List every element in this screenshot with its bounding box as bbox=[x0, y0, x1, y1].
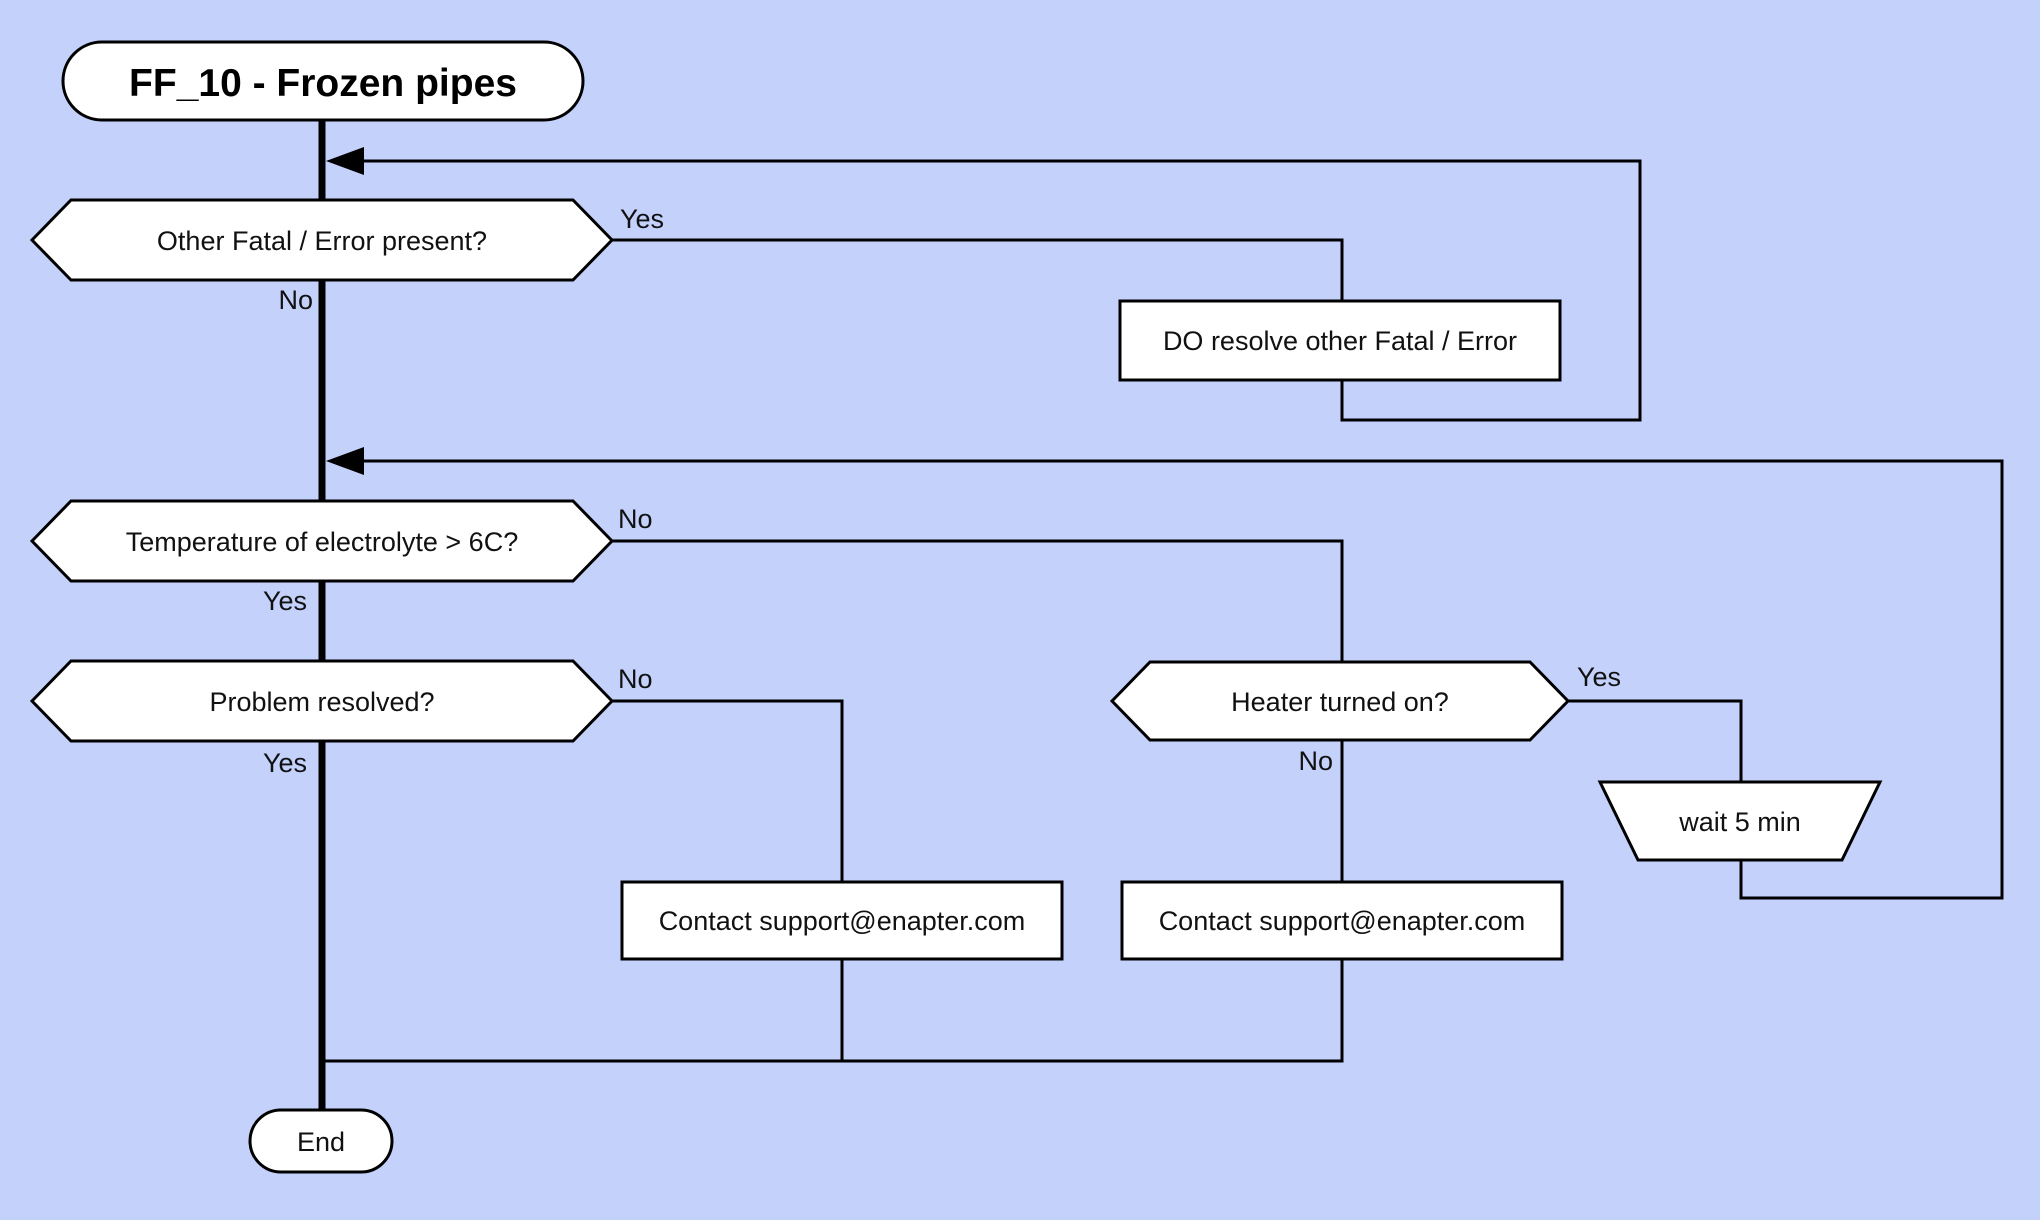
contact-support-problem-label: Contact support@enapter.com bbox=[659, 906, 1026, 936]
contact-support-heater-label: Contact support@enapter.com bbox=[1159, 906, 1526, 936]
edge-other-fatal-yes bbox=[612, 238, 1344, 301]
edge-label-temperature-yes: Yes bbox=[263, 586, 307, 616]
start-node-label: FF_10 - Frozen pipes bbox=[129, 62, 517, 105]
edge-resolve-loop bbox=[364, 159, 1642, 422]
edge-heater-yes bbox=[1568, 699, 1743, 782]
decision-heater-label: Heater turned on? bbox=[1231, 687, 1449, 717]
wait-node-label: wait 5 min bbox=[1678, 807, 1801, 837]
edge-label-heater-yes: Yes bbox=[1577, 662, 1621, 692]
decision-heater-node bbox=[1109, 660, 1571, 742]
decision-problem-label: Problem resolved? bbox=[209, 687, 434, 717]
decision-other-fatal-node bbox=[29, 198, 615, 282]
resolve-fatal-label: DO resolve other Fatal / Error bbox=[1163, 326, 1517, 356]
edge-wait-loop bbox=[364, 459, 2004, 900]
decision-other-fatal-label: Other Fatal / Error present? bbox=[157, 226, 487, 256]
edge-label-temperature-no: No bbox=[618, 504, 653, 534]
edge-contact-heater-merge bbox=[322, 959, 1344, 1063]
decision-problem-node bbox=[29, 659, 615, 743]
contact-support-problem-node bbox=[620, 880, 1064, 961]
edge-label-problem-no: No bbox=[618, 664, 653, 694]
end-node-label: End bbox=[297, 1127, 345, 1157]
edge-label-other-fatal-yes: Yes bbox=[620, 204, 664, 234]
arrowhead-loop2-icon bbox=[326, 447, 364, 475]
edge-label-problem-yes: Yes bbox=[263, 748, 307, 778]
end-node bbox=[248, 1108, 394, 1174]
wait-node bbox=[1597, 780, 1883, 862]
edge-problem-no bbox=[612, 699, 844, 882]
contact-support-heater-node bbox=[1120, 880, 1564, 961]
arrowhead-loop1-icon bbox=[326, 147, 364, 175]
start-node bbox=[61, 40, 585, 122]
decision-temperature-node bbox=[29, 499, 615, 583]
resolve-fatal-node bbox=[1118, 299, 1562, 382]
edge-label-heater-no: No bbox=[1298, 746, 1333, 776]
edge-temperature-no bbox=[612, 539, 1344, 662]
decision-temperature-label: Temperature of electrolyte > 6C? bbox=[126, 527, 518, 557]
edge-label-other-fatal-no: No bbox=[278, 285, 313, 315]
